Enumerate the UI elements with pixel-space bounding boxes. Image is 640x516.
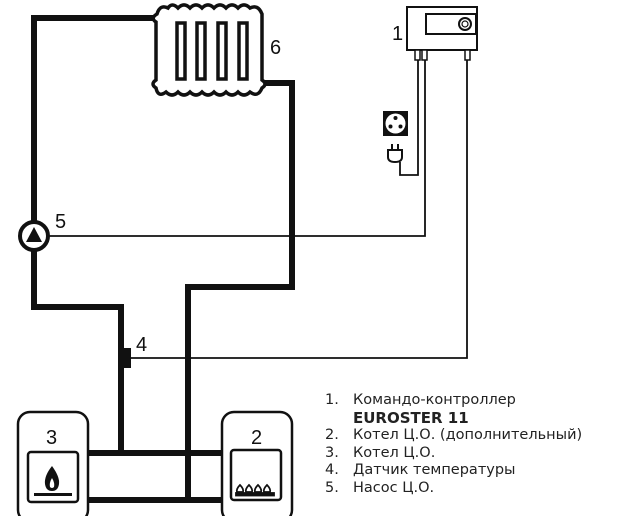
wire-sensor <box>131 60 468 359</box>
legend-item-number: 5. <box>325 479 339 496</box>
legend-item-text: Командо-контроллер <box>353 392 516 408</box>
plug-icon <box>387 144 403 164</box>
legend-item: 4. Датчик температуры <box>325 462 582 480</box>
solid-fuel-flame-icon <box>34 466 72 496</box>
label-aux-boiler-number: 2 <box>251 427 263 449</box>
pipe-supply-top <box>31 15 155 222</box>
legend-item-number: 4. <box>325 462 339 479</box>
aux-boiler <box>220 410 294 516</box>
label-main-boiler-number: 3 <box>46 427 58 449</box>
legend-item-subtext-row: EUROSTER 11 <box>325 408 582 428</box>
legend-item-text: Котел Ц.О. <box>353 444 436 461</box>
legend-item: 2. Котел Ц.О. (дополнительный) <box>325 427 582 445</box>
radiator-icon <box>151 3 267 97</box>
pump-icon <box>18 220 50 252</box>
legend-item: 1. Командо-контроллер <box>325 392 582 410</box>
legend-item: 5. Насос Ц.О. <box>325 480 582 498</box>
controller-icon <box>406 6 478 61</box>
legend-item-number: 3. <box>325 444 339 461</box>
label-pump-number: 5 <box>55 211 67 233</box>
pipe-supply-pump-to-sensor <box>31 250 124 452</box>
wire-pump <box>48 60 426 237</box>
wire-power <box>399 60 419 176</box>
legend-item-text: Насос Ц.О. <box>353 479 435 496</box>
legend-item: 3. Котел Ц.О. <box>325 445 582 463</box>
label-controller-number: 1 <box>392 23 404 45</box>
wiring <box>48 60 468 359</box>
legend-item-number: 2. <box>325 427 339 444</box>
temperature-sensor-icon <box>121 348 131 368</box>
label-radiator-number: 6 <box>270 37 282 59</box>
main-boiler <box>16 410 90 516</box>
socket-icon <box>383 111 408 136</box>
legend-item-text: Котел Ц.О. (дополнительный) <box>353 427 583 444</box>
legend-item-text: Датчик температуры <box>353 462 516 479</box>
legend-item-model-name: EUROSTER 11 <box>353 408 469 427</box>
gas-burner-icon <box>235 483 275 497</box>
pipe-network <box>31 15 295 503</box>
legend: 1. Командо-контроллер EUROSTER 11 2. Кот… <box>325 392 582 498</box>
label-sensor-number: 4 <box>136 334 148 356</box>
legend-item-number: 1. <box>325 392 339 408</box>
